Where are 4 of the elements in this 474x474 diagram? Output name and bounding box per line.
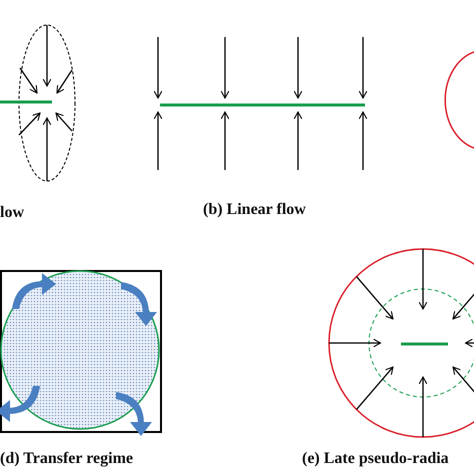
panel-caption: (d) Transfer regime xyxy=(0,451,134,467)
panel-caption: (b) Linear flow xyxy=(203,202,306,218)
panel-caption: (e) Late pseudo-radia xyxy=(302,451,449,467)
panel-caption: low xyxy=(0,205,24,221)
